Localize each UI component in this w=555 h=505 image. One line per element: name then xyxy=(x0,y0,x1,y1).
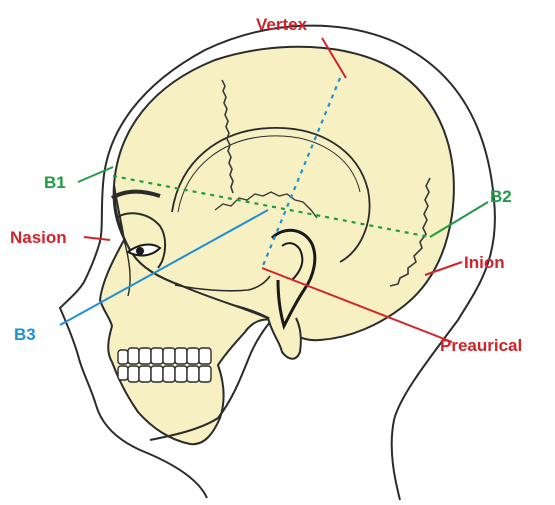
tooth xyxy=(139,348,151,364)
tooth xyxy=(187,366,199,382)
b3-label: B3 xyxy=(14,325,36,344)
tooth xyxy=(163,348,175,364)
tooth xyxy=(175,366,187,382)
tooth xyxy=(163,366,175,382)
tooth xyxy=(199,366,211,382)
b1-callout xyxy=(78,167,113,182)
preaurical-label: Preaurical xyxy=(440,336,522,355)
tooth xyxy=(151,366,163,382)
tooth xyxy=(199,348,211,364)
nasion-label: Nasion xyxy=(10,228,67,247)
pupil xyxy=(136,247,144,255)
tooth xyxy=(118,350,128,364)
tooth xyxy=(187,348,199,364)
tooth xyxy=(175,348,187,364)
b1-label: B1 xyxy=(44,173,66,192)
tooth xyxy=(128,348,139,364)
tooth xyxy=(151,348,163,364)
tooth xyxy=(139,366,151,382)
tooth xyxy=(118,366,128,380)
b2-label: B2 xyxy=(490,187,512,206)
tooth xyxy=(128,366,139,382)
inion-label: Inion xyxy=(464,253,505,272)
vertex-label: Vertex xyxy=(256,15,308,34)
nasion-callout xyxy=(84,237,110,240)
